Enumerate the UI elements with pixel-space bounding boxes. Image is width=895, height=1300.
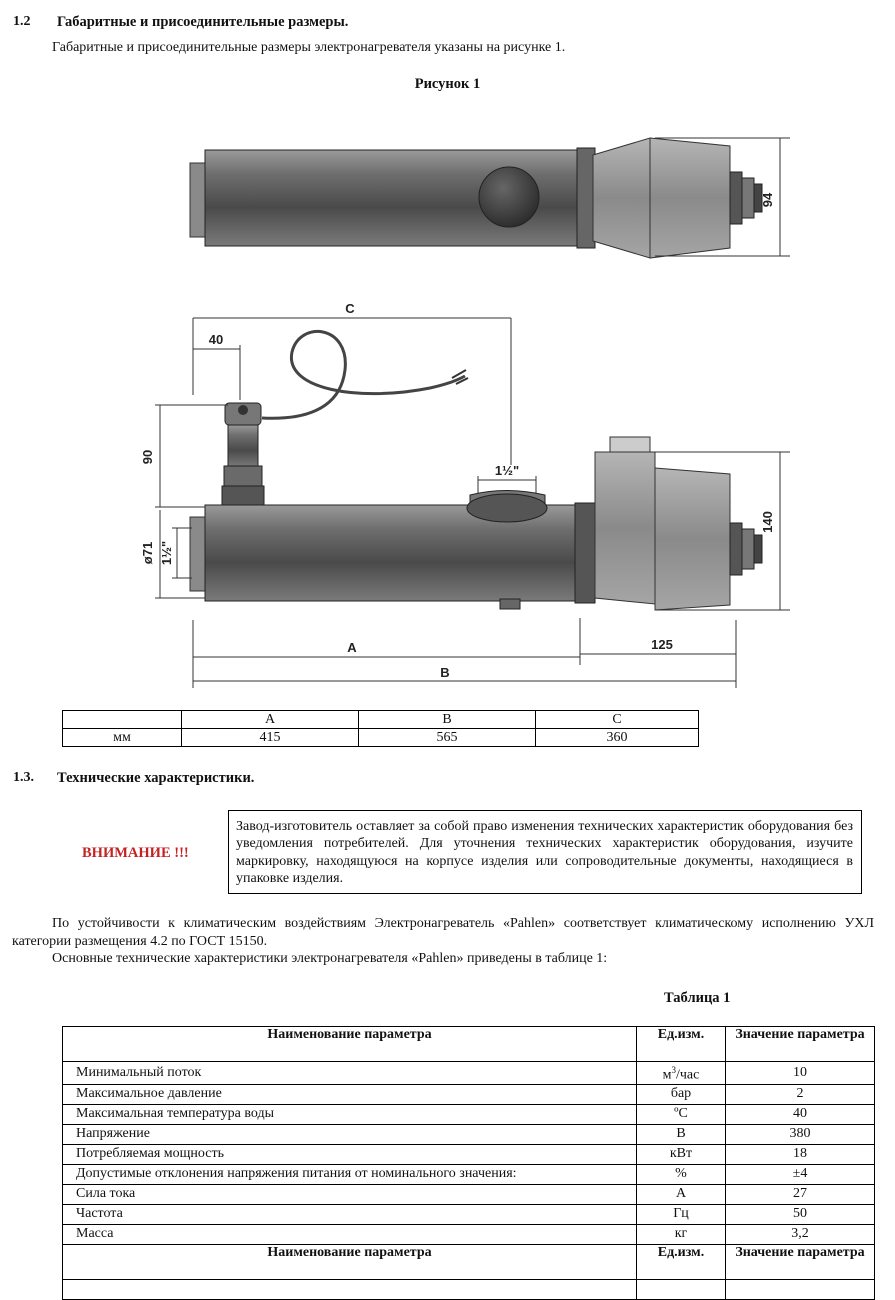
dim-b: B	[193, 665, 736, 682]
tech-table-header: Наименование параметра Ед.изм. Значение …	[62, 1026, 875, 1062]
param-value: ±4	[725, 1164, 875, 1186]
param-unit	[636, 1279, 726, 1300]
dim-125: 125	[580, 620, 737, 688]
table-row: Допустимые отклонения напряжения питания…	[62, 1164, 875, 1186]
dim-90: 90	[140, 404, 228, 508]
paragraph-climate: По устойчивости к климатическим воздейст…	[12, 916, 874, 949]
param-name	[62, 1279, 637, 1300]
dim-140: 140	[655, 451, 790, 611]
header-value: Значение параметра	[725, 1244, 875, 1281]
dim-label-thread-side: 1½"	[159, 541, 174, 565]
dim-header-cell: A	[181, 710, 359, 729]
dim-40: 40	[193, 332, 241, 400]
dimensions-header-row: A B C	[62, 710, 699, 729]
param-name: Максимальная температура воды	[62, 1104, 637, 1126]
dim-label-b: B	[440, 665, 449, 680]
header-param-name: Наименование параметра	[62, 1244, 637, 1281]
section-1-3-title: Технические характеристики.	[57, 770, 255, 786]
heater-side-view	[189, 329, 763, 611]
table-row: Потребляемая мощность кВт 18	[62, 1144, 875, 1166]
table-row	[62, 1279, 875, 1300]
param-value: 10	[725, 1060, 875, 1086]
dim-label-40: 40	[209, 332, 223, 347]
paragraph-intro: Основные технические характеристики элек…	[52, 951, 608, 966]
dim-header-cell: B	[358, 710, 536, 729]
header-param-name: Наименование параметра	[62, 1026, 637, 1062]
table-1-caption: Таблица 1	[664, 990, 731, 1006]
tech-table-header-repeat: Наименование параметра Ед.изм. Значение …	[62, 1244, 875, 1281]
param-name: Минимальный поток	[62, 1060, 637, 1086]
param-value	[725, 1279, 875, 1300]
table-row: Сила тока А 27	[62, 1184, 875, 1206]
param-unit: ºС	[636, 1104, 726, 1126]
dim-thread-side: 1½"	[159, 527, 192, 579]
param-unit: бар	[636, 1084, 726, 1106]
dimensions-row: мм 415 565 360	[62, 728, 699, 747]
header-value: Значение параметра	[725, 1026, 875, 1062]
section-1-2-title: Габаритные и присоединительные размеры.	[57, 14, 349, 30]
dim-label-90: 90	[140, 450, 155, 464]
dim-94: 94	[655, 137, 790, 257]
param-unit: Гц	[636, 1204, 726, 1226]
figure-caption: Рисунок 1	[414, 76, 481, 92]
param-unit: м3/час	[636, 1060, 726, 1086]
dim-thread-top: 1½"	[477, 463, 537, 493]
section-1-2-text: Габаритные и присоединительные размеры э…	[52, 40, 566, 55]
param-name: Сила тока	[62, 1184, 637, 1206]
dim-header-cell: C	[535, 710, 699, 729]
param-name: Потребляемая мощность	[62, 1144, 637, 1166]
param-name: Максимальное давление	[62, 1084, 637, 1106]
param-value: 380	[725, 1124, 875, 1146]
table-row: Масса кг 3,2	[62, 1224, 875, 1246]
dim-label-a: A	[347, 640, 357, 655]
dim-c: C	[192, 301, 512, 465]
param-unit: кВт	[636, 1144, 726, 1166]
param-unit: кг	[636, 1224, 726, 1246]
dim-label-140: 140	[760, 511, 775, 533]
dim-label-94: 94	[760, 192, 775, 207]
dim-cell: 360	[535, 728, 699, 747]
param-unit: %	[636, 1164, 726, 1186]
dim-label-thread-top: 1½"	[495, 463, 519, 478]
table-row: Минимальный поток м3/час 10	[62, 1060, 875, 1086]
notice-box: Завод-изготовитель оставляет за собой пр…	[228, 810, 862, 894]
table-row: Напряжение В 380	[62, 1124, 875, 1146]
param-value: 27	[725, 1184, 875, 1206]
param-name: Частота	[62, 1204, 637, 1226]
tech-table: Наименование параметра Ед.изм. Значение …	[62, 1026, 875, 1300]
figure-1-drawing: 94 C 40	[140, 137, 790, 688]
dim-label-125: 125	[651, 637, 673, 652]
section-1-2-number: 1.2	[13, 14, 31, 29]
dim-label-c: C	[345, 301, 355, 316]
heater-top-view	[189, 137, 763, 259]
table-row: Максимальная температура воды ºС 40	[62, 1104, 875, 1126]
param-value: 2	[725, 1084, 875, 1106]
dimensions-table: A B C мм 415 565 360	[62, 710, 699, 747]
header-unit: Ед.изм.	[636, 1244, 726, 1281]
param-name: Напряжение	[62, 1124, 637, 1146]
param-value: 18	[725, 1144, 875, 1166]
dim-a: A	[192, 618, 581, 688]
table-row: Частота Гц 50	[62, 1204, 875, 1226]
param-value: 3,2	[725, 1224, 875, 1246]
param-value: 50	[725, 1204, 875, 1226]
dim-header-cell	[62, 710, 182, 729]
param-value: 40	[725, 1104, 875, 1126]
dim-cell: 565	[358, 728, 536, 747]
table-row: Максимальное давление бар 2	[62, 1084, 875, 1106]
section-1-3-number: 1.3.	[13, 770, 34, 785]
param-unit: А	[636, 1184, 726, 1206]
dim-cell: 415	[181, 728, 359, 747]
dim-cell: мм	[62, 728, 182, 747]
param-name: Допустимые отклонения напряжения питания…	[62, 1164, 637, 1186]
header-unit: Ед.изм.	[636, 1026, 726, 1062]
warning-label: ВНИМАНИЕ !!!	[82, 845, 189, 861]
dim-71: ø71	[140, 510, 205, 599]
dim-label-71: ø71	[140, 542, 155, 564]
param-name: Масса	[62, 1224, 637, 1246]
param-unit: В	[636, 1124, 726, 1146]
